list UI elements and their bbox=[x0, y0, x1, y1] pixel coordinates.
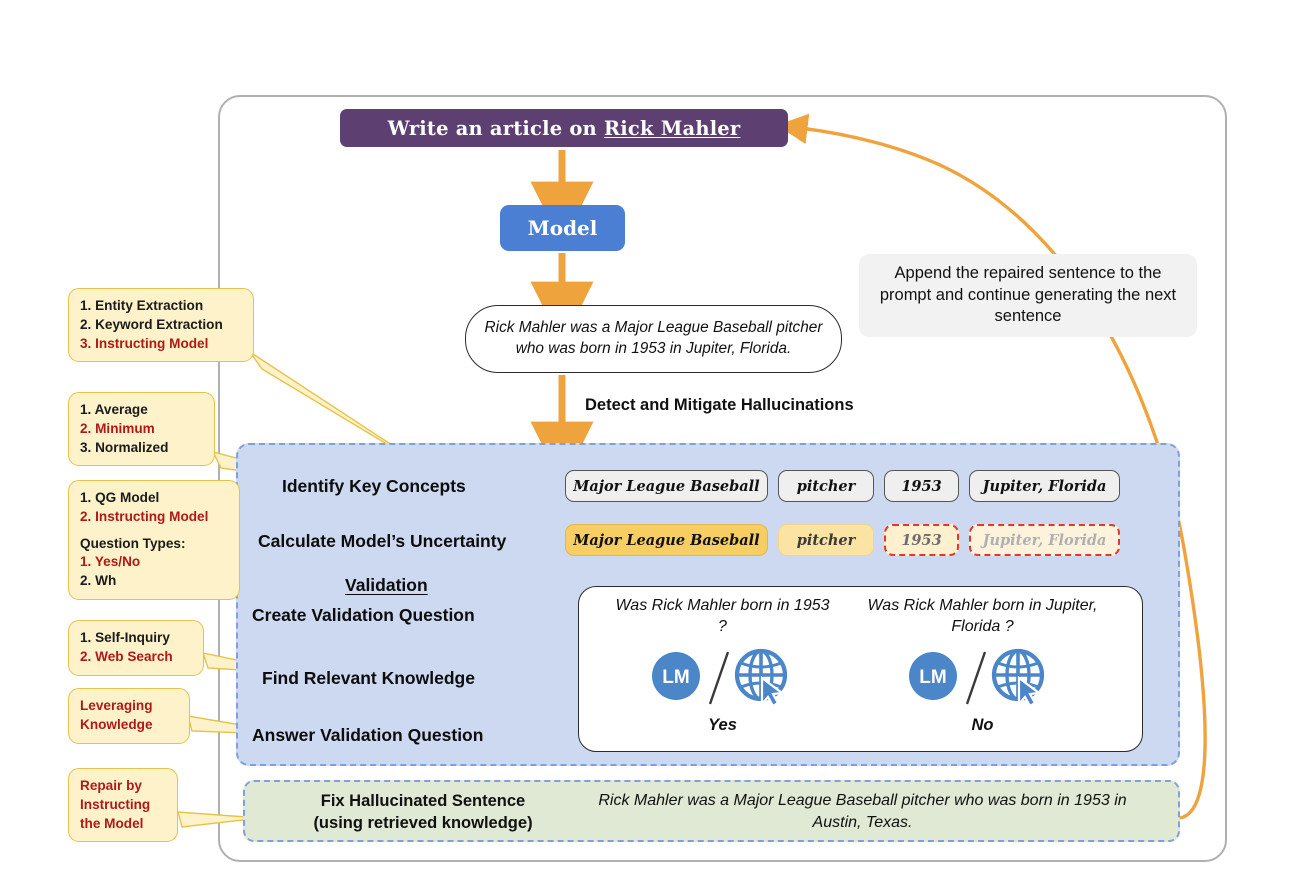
fix-sentence-label: Fix Hallucinated Sentence (using retriev… bbox=[268, 790, 578, 835]
concept-chip: pitcher bbox=[778, 470, 874, 502]
annotation-line: 2. Keyword Extraction bbox=[80, 316, 223, 332]
prompt-prefix: Write an article on bbox=[387, 116, 604, 140]
annotation-question-generation-methods: 1. QG Model 2. Instructing Model Questio… bbox=[68, 480, 240, 600]
annotation-line: 1. Yes/No bbox=[80, 554, 141, 570]
annotation-line: 2. Minimum bbox=[80, 420, 155, 436]
uncertainty-chip-flagged: Jupiter, Florida bbox=[969, 524, 1120, 556]
annotation-line: Question Types: bbox=[80, 535, 186, 551]
annotation-line: 2. Web Search bbox=[80, 648, 173, 664]
annotation-line: 1. QG Model bbox=[80, 490, 160, 505]
svg-text:LM: LM bbox=[919, 667, 946, 688]
validation-answer: Yes bbox=[708, 716, 737, 734]
annotation-answer-method: Leveraging Knowledge bbox=[68, 688, 190, 744]
uncertainty-chip-flagged: 1953 bbox=[884, 524, 959, 556]
step-identify-key-concepts: Identify Key Concepts bbox=[282, 476, 466, 496]
svg-text:LM: LM bbox=[662, 667, 689, 688]
annotation-uncertainty-methods: 1. Average 2. Minimum 3. Normalized bbox=[68, 392, 215, 467]
annotation-line: Repair by bbox=[80, 778, 142, 793]
annotation-line: Knowledge bbox=[80, 716, 153, 732]
annotation-line: the Model bbox=[80, 815, 144, 831]
step-answer-validation-question: Answer Validation Question bbox=[252, 725, 484, 745]
feedback-callout: Append the repaired sentence to the prom… bbox=[859, 254, 1197, 337]
annotation-knowledge-retrieval-methods: 1. Self-Inquiry 2. Web Search bbox=[68, 620, 204, 676]
feedback-callout-text: Append the repaired sentence to the prom… bbox=[879, 264, 1177, 326]
annotation-line: 3. Instructing Model bbox=[80, 335, 209, 351]
validation-heading: Validation bbox=[345, 575, 428, 595]
generated-sentence-text: Rick Mahler was a Major League Baseball … bbox=[484, 319, 823, 357]
annotation-line: 1. Self-Inquiry bbox=[80, 630, 170, 645]
generated-sentence-box: Rick Mahler was a Major League Baseball … bbox=[465, 305, 842, 373]
detect-mitigate-label: Detect and Mitigate Hallucinations bbox=[585, 396, 854, 414]
annotation-line: 2. Wh bbox=[80, 573, 117, 588]
annotation-line: Leveraging bbox=[80, 698, 153, 713]
lm-icon: LM bbox=[909, 652, 957, 700]
fix-label-line1: Fix Hallucinated Sentence bbox=[320, 792, 526, 810]
uncertainty-chips: Major League Baseball pitcher 1953 Jupit… bbox=[565, 524, 1120, 556]
validation-question-text: Was Rick Mahler born in 1953 ? bbox=[615, 597, 830, 635]
step-calculate-uncertainty: Calculate Model’s Uncertainty bbox=[258, 531, 507, 551]
fix-label-line2: (using retrieved knowledge) bbox=[313, 814, 533, 833]
validation-question-text: Was Rick Mahler born in Jupiter, Florida… bbox=[867, 597, 1098, 635]
concept-chip: Major League Baseball bbox=[565, 470, 768, 502]
prompt-entity: Rick Mahler bbox=[603, 116, 741, 140]
slash-divider bbox=[965, 651, 987, 705]
uncertainty-chip-low: Major League Baseball bbox=[565, 524, 768, 556]
concept-chip: Jupiter, Florida bbox=[969, 470, 1120, 502]
lm-icon: LM bbox=[652, 652, 700, 700]
knowledge-source-icons: LM bbox=[909, 648, 1045, 708]
annotation-line: 1. Average bbox=[80, 402, 148, 417]
key-concept-chips: Major League Baseball pitcher 1953 Jupit… bbox=[565, 470, 1120, 502]
step-find-relevant-knowledge: Find Relevant Knowledge bbox=[262, 668, 475, 688]
annotation-line: 2. Instructing Model bbox=[80, 508, 209, 524]
prompt-box: Write an article on Rick Mahler bbox=[340, 109, 788, 147]
annotation-line: 3. Normalized bbox=[80, 439, 169, 455]
annotation-key-concept-methods: 1. Entity Extraction 2. Keyword Extracti… bbox=[68, 288, 254, 363]
repaired-sentence-text: Rick Mahler was a Major League Baseball … bbox=[598, 792, 1127, 831]
uncertainty-chip-medium: pitcher bbox=[778, 524, 874, 556]
fix-sentence-panel bbox=[243, 780, 1180, 842]
knowledge-source-icons: LM bbox=[652, 648, 788, 708]
slash-divider bbox=[708, 651, 730, 705]
globe-cursor-icon bbox=[991, 648, 1045, 708]
annotation-spacer bbox=[80, 527, 228, 535]
model-box: Model bbox=[500, 205, 625, 251]
model-label: Model bbox=[527, 216, 598, 240]
annotation-repair-method: Repair by Instructing the Model bbox=[68, 768, 178, 843]
globe-cursor-icon bbox=[734, 648, 788, 708]
annotation-line: 1. Entity Extraction bbox=[80, 298, 204, 313]
validation-answer: No bbox=[971, 716, 994, 734]
step-create-validation-question: Create Validation Question bbox=[252, 605, 475, 625]
concept-chip: 1953 bbox=[884, 470, 959, 502]
annotation-line: Instructing bbox=[80, 796, 151, 812]
